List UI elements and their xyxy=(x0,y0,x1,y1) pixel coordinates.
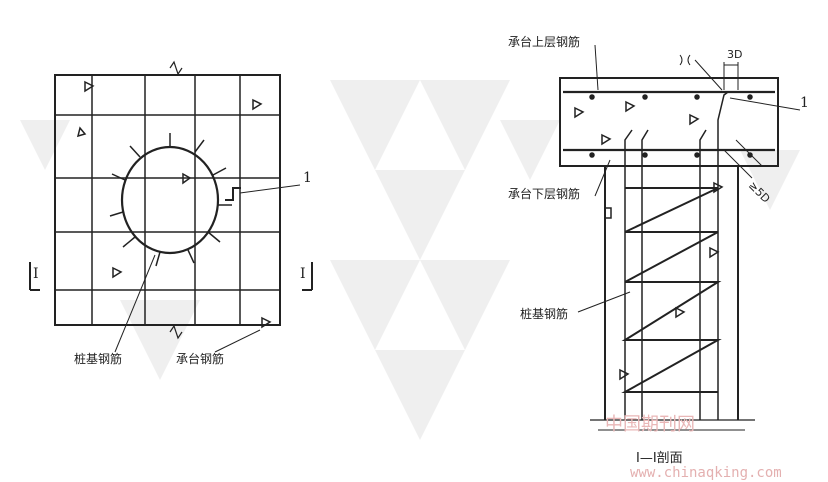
section-title: I—I剖面 xyxy=(636,451,683,466)
dimension-top: 3D xyxy=(727,48,742,61)
watermark-cn: 中国期刊网 xyxy=(605,414,695,435)
background-watermark-pattern xyxy=(20,80,800,440)
watermark-url: www.chinaqking.com xyxy=(630,465,782,481)
plan-callout-1: 1 xyxy=(303,170,312,186)
section-callout-1: 1 xyxy=(800,95,809,111)
section-mark-right: I xyxy=(300,266,306,282)
section-mark-left: I xyxy=(33,266,39,282)
section-view xyxy=(559,44,801,431)
bottom-rebar-label: 承台下层钢筋 xyxy=(508,186,580,201)
plan-cap-rebar-label: 承台钢筋 xyxy=(176,351,224,366)
section-pile-rebar-label: 桩基钢筋 xyxy=(520,306,568,321)
top-rebar-label: 承台上层钢筋 xyxy=(508,34,580,49)
plan-pile-rebar-label: 桩基钢筋 xyxy=(74,351,122,366)
plan-view xyxy=(29,60,313,353)
